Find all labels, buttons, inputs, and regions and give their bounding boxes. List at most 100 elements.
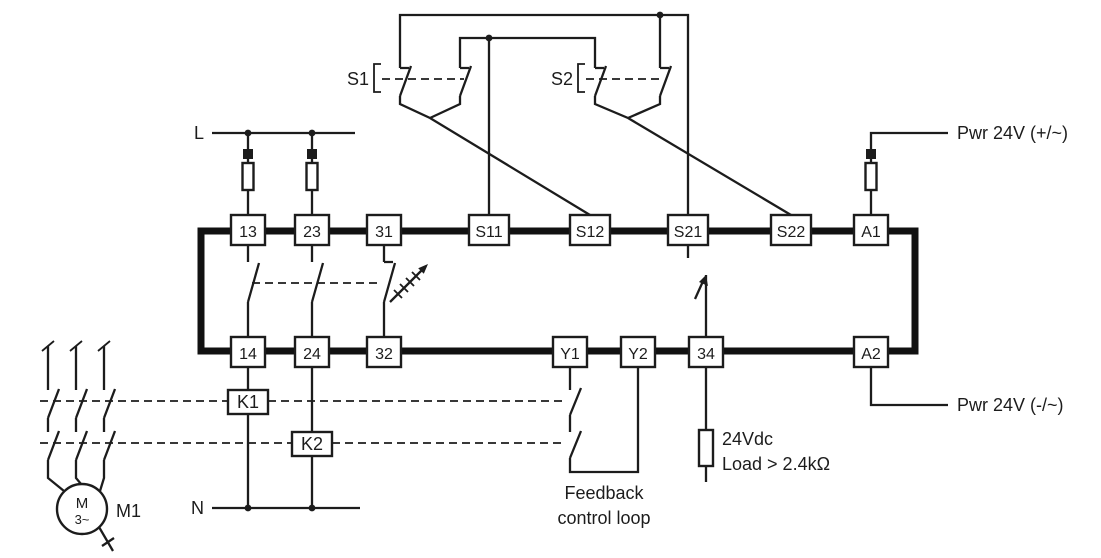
s2-bottom-wiring: [593, 96, 792, 216]
terminal-box: [551, 335, 589, 369]
junction-dots: [244, 11, 664, 512]
terminal-s11: S11: [467, 213, 511, 247]
s1-label: S1: [347, 69, 369, 89]
s1-bracket: [373, 63, 381, 93]
switch-circuit: [373, 13, 792, 216]
terminal-label: 31: [375, 224, 393, 241]
switch-contact-blades: [398, 65, 673, 97]
junction-dot: [244, 504, 252, 512]
terminal-box: [687, 335, 725, 369]
motor-letter: M: [76, 495, 89, 512]
terminal-24: 24: [293, 335, 331, 369]
feedback-label-line1: Feedback: [564, 483, 644, 503]
feedback-wiring: [568, 367, 640, 474]
terminal-13: 13: [229, 213, 267, 247]
k2-label: K2: [301, 434, 323, 454]
fuse-body: [305, 161, 319, 192]
terminal-a1: A1: [852, 213, 890, 247]
forced-guided-marks: [393, 271, 421, 299]
terminal-label: 14: [239, 346, 257, 363]
fuse-body: [241, 161, 255, 192]
channel-wire-upper: [398, 13, 690, 215]
power-24v: [864, 131, 948, 407]
contact-31-32: [382, 245, 397, 337]
terminal-label: 34: [697, 346, 715, 363]
terminal-box: [568, 213, 612, 247]
semiconductor-output: [686, 245, 708, 337]
pwr-positive-wire: [869, 131, 948, 215]
terminal-row-top: 13 23 31 S11 S12 S21 S22 A1: [229, 213, 890, 247]
channel-wire-lower: [458, 36, 597, 68]
terminal-label: S21: [674, 224, 703, 241]
k1-label: K1: [237, 392, 259, 412]
terminal-label: Y2: [628, 346, 648, 363]
terminal-label: Y1: [560, 346, 580, 363]
s2-label: S2: [551, 69, 573, 89]
load-rating-label: Load > 2.4kΩ: [722, 454, 830, 474]
fuse-a1: [864, 149, 878, 192]
contact-23-24: [310, 245, 325, 337]
contact-arrow: [389, 267, 425, 303]
terminal-box: [365, 213, 403, 247]
terminal-box: [467, 213, 511, 247]
pwr-negative-label: Pwr 24V (-/~): [957, 395, 1064, 415]
junction-dot: [244, 129, 252, 137]
k2-coil-box: [290, 430, 334, 458]
feedback-label-line2: control loop: [557, 508, 650, 528]
terminal-box: [852, 335, 890, 369]
terminal-23: 23: [293, 213, 331, 247]
terminal-s21: S21: [666, 213, 710, 247]
contact-arrowhead: [418, 264, 428, 274]
terminal-box: [666, 213, 710, 247]
terminal-label: 32: [375, 346, 393, 363]
terminal-label: 13: [239, 224, 257, 241]
terminal-box: [229, 335, 267, 369]
terminal-row-bottom: 14 24 32 Y1 Y2 34 A2: [229, 335, 890, 369]
internal-contacts: [246, 245, 708, 337]
s1-bottom-wiring: [398, 96, 591, 216]
terminal-s22: S22: [769, 213, 813, 247]
l-wiring: [212, 131, 355, 215]
terminal-label: S11: [475, 224, 502, 241]
line-label: L: [194, 123, 204, 143]
terminal-box: [769, 213, 813, 247]
terminal-32: 32: [365, 335, 403, 369]
motor-symbol: [55, 482, 109, 536]
junction-dot: [308, 129, 316, 137]
k1-coil-box: [226, 388, 270, 416]
terminal-box: [229, 213, 267, 247]
terminal-y1: Y1: [551, 335, 589, 369]
fuse-23: [305, 149, 319, 192]
load-resistor: [697, 428, 715, 468]
terminal-label: 24: [303, 346, 321, 363]
labels: L N S1 S2 Pwr 24V (+/~) Pwr 24V (-/~) K1…: [75, 69, 1068, 528]
terminal-box: [293, 335, 331, 369]
fuse-head: [307, 149, 317, 159]
motor-phase-label: 3~: [75, 512, 90, 527]
m1-label: M1: [116, 501, 141, 521]
s2-bracket: [577, 63, 585, 93]
fuse-head: [866, 149, 876, 159]
phase-wiring-and-contacts: [46, 346, 117, 492]
terminal-label: S22: [777, 224, 806, 241]
terminal-box: [293, 213, 331, 247]
terminal-31: 31: [365, 213, 403, 247]
junction-dot: [656, 11, 664, 19]
contact-13-14: [246, 245, 261, 337]
k-link-dashed: [40, 400, 565, 444]
load-voltage-label: 24Vdc: [722, 429, 773, 449]
feedback-loop: [568, 367, 640, 474]
contactor-branch: [40, 367, 565, 510]
coil-wiring: [246, 367, 314, 508]
relay-body: [197, 227, 919, 355]
terminal-box: [619, 335, 657, 369]
junction-dot: [485, 34, 493, 42]
semiconductor-arrowhead: [699, 275, 708, 286]
terminal-s12: S12: [568, 213, 612, 247]
terminal-34: 34: [687, 335, 725, 369]
terminal-y2: Y2: [619, 335, 657, 369]
pwr-positive-label: Pwr 24V (+/~): [957, 123, 1068, 143]
neutral-label: N: [191, 498, 204, 518]
